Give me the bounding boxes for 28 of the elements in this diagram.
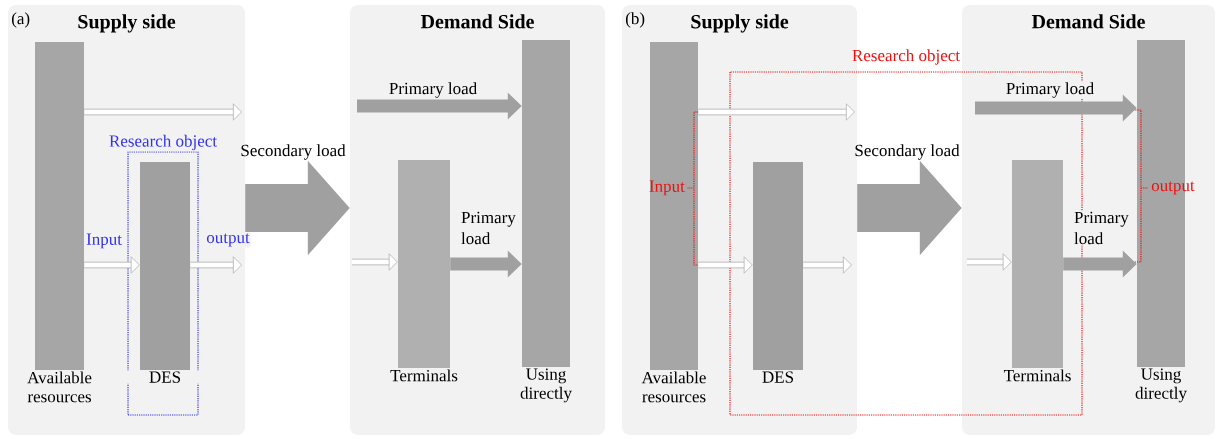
edge-label: Primary load xyxy=(1073,210,1133,246)
bracket-label: output xyxy=(1151,181,1195,195)
edge-label: Primary load xyxy=(460,210,520,246)
hollow-arrow xyxy=(803,256,852,274)
hollow-arrow xyxy=(190,256,242,274)
node-label: Available resources xyxy=(641,371,706,403)
panel-letter: (b) xyxy=(625,12,645,28)
node-label: Using directly xyxy=(520,368,572,403)
node-label: DES xyxy=(762,371,794,383)
hollow-arrow xyxy=(84,256,140,274)
bracket-label: Input xyxy=(649,180,685,196)
node-label: Research object xyxy=(109,134,217,151)
edge-label: Secondary load xyxy=(855,144,960,160)
edge-label: output xyxy=(205,232,251,248)
edge-label: Primary load xyxy=(1004,81,1096,99)
hollow-arrow xyxy=(352,253,398,271)
hollow-arrow xyxy=(698,256,753,274)
edge-label: Primary load xyxy=(387,81,479,99)
node-label: Terminals xyxy=(390,369,458,382)
hollow-arrow xyxy=(967,253,1012,271)
node-label: Using directly xyxy=(1135,368,1187,403)
node-label: Terminals xyxy=(1003,369,1071,382)
hollow-arrow xyxy=(84,103,242,121)
bar: DES xyxy=(732,162,824,384)
node-label: Available resources xyxy=(27,371,92,403)
hollow-arrow xyxy=(698,103,855,121)
node-label: DES xyxy=(149,371,181,383)
panel-letter: (a) xyxy=(11,12,30,28)
